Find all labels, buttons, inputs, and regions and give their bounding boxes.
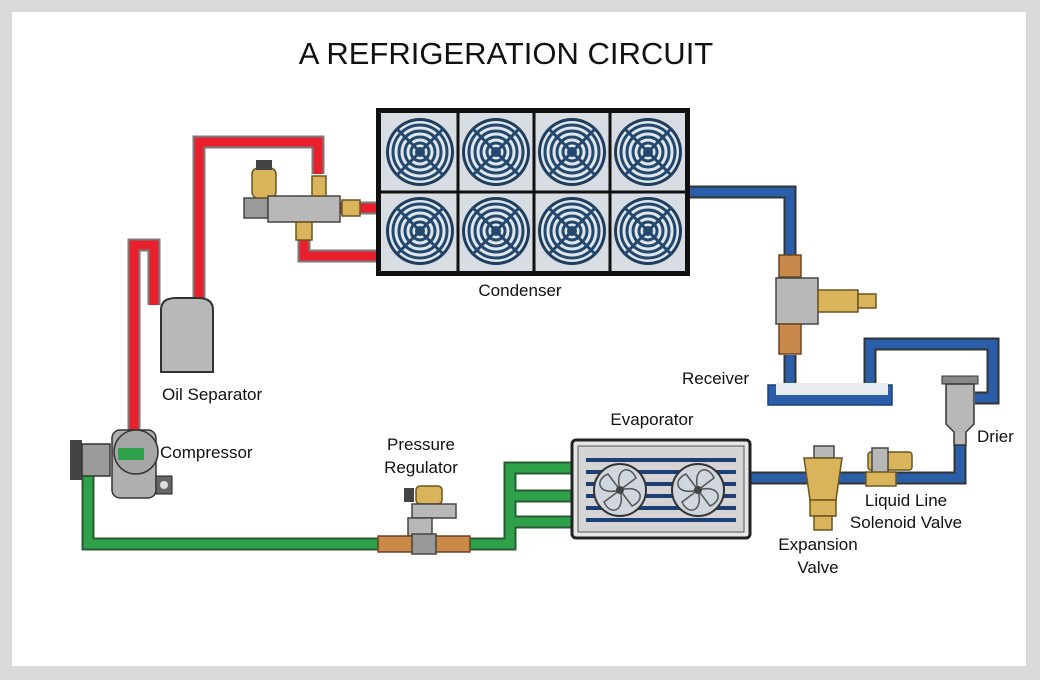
receiver-label: Receiver bbox=[682, 369, 749, 388]
liquid-line bbox=[580, 185, 1000, 495]
pressure-regulator bbox=[377, 485, 471, 555]
oil-separator-label: Oil Separator bbox=[162, 385, 262, 404]
expansion-valve bbox=[803, 445, 843, 531]
condenser-fan-icon bbox=[536, 195, 608, 267]
drier-label: Drier bbox=[977, 427, 1014, 446]
oil-separator bbox=[160, 297, 214, 373]
condenser-fan-icon bbox=[612, 116, 684, 188]
condenser bbox=[376, 108, 690, 276]
solenoid-valve-label-line1: Liquid Line bbox=[865, 491, 947, 510]
condenser-fan-icon bbox=[384, 195, 456, 267]
condenser-fan-icon bbox=[612, 195, 684, 267]
evaporator-label: Evaporator bbox=[610, 410, 693, 429]
condenser-label: Condenser bbox=[478, 281, 562, 300]
evaporator-fan-icon bbox=[677, 469, 719, 511]
diagram-title: A REFRIGERATION CIRCUIT bbox=[299, 36, 714, 71]
condenser-fan-icon bbox=[384, 116, 456, 188]
solenoid-valve-label-line2: Solenoid Valve bbox=[850, 513, 962, 532]
suction-line bbox=[81, 461, 578, 551]
expansion-valve-label-line2: Valve bbox=[797, 558, 838, 577]
condenser-fan-icon bbox=[460, 116, 532, 188]
compressor-label: Compressor bbox=[160, 443, 253, 462]
receiver bbox=[767, 383, 893, 406]
three-way-valve-icon bbox=[243, 160, 361, 241]
pressure-regulator-label-line1: Pressure bbox=[387, 435, 455, 454]
expansion-valve-label-line1: Expansion bbox=[778, 535, 857, 554]
condenser-fan-icon bbox=[536, 116, 608, 188]
receiver-valve bbox=[775, 254, 877, 355]
liquid-line-solenoid-valve bbox=[865, 447, 913, 487]
condenser-fan-icon bbox=[460, 195, 532, 267]
compressor bbox=[70, 429, 173, 499]
pressure-regulator-label-line2: Regulator bbox=[384, 458, 458, 477]
drier bbox=[941, 375, 979, 446]
evaporator-fan-icon bbox=[599, 469, 641, 511]
evaporator bbox=[570, 438, 752, 540]
